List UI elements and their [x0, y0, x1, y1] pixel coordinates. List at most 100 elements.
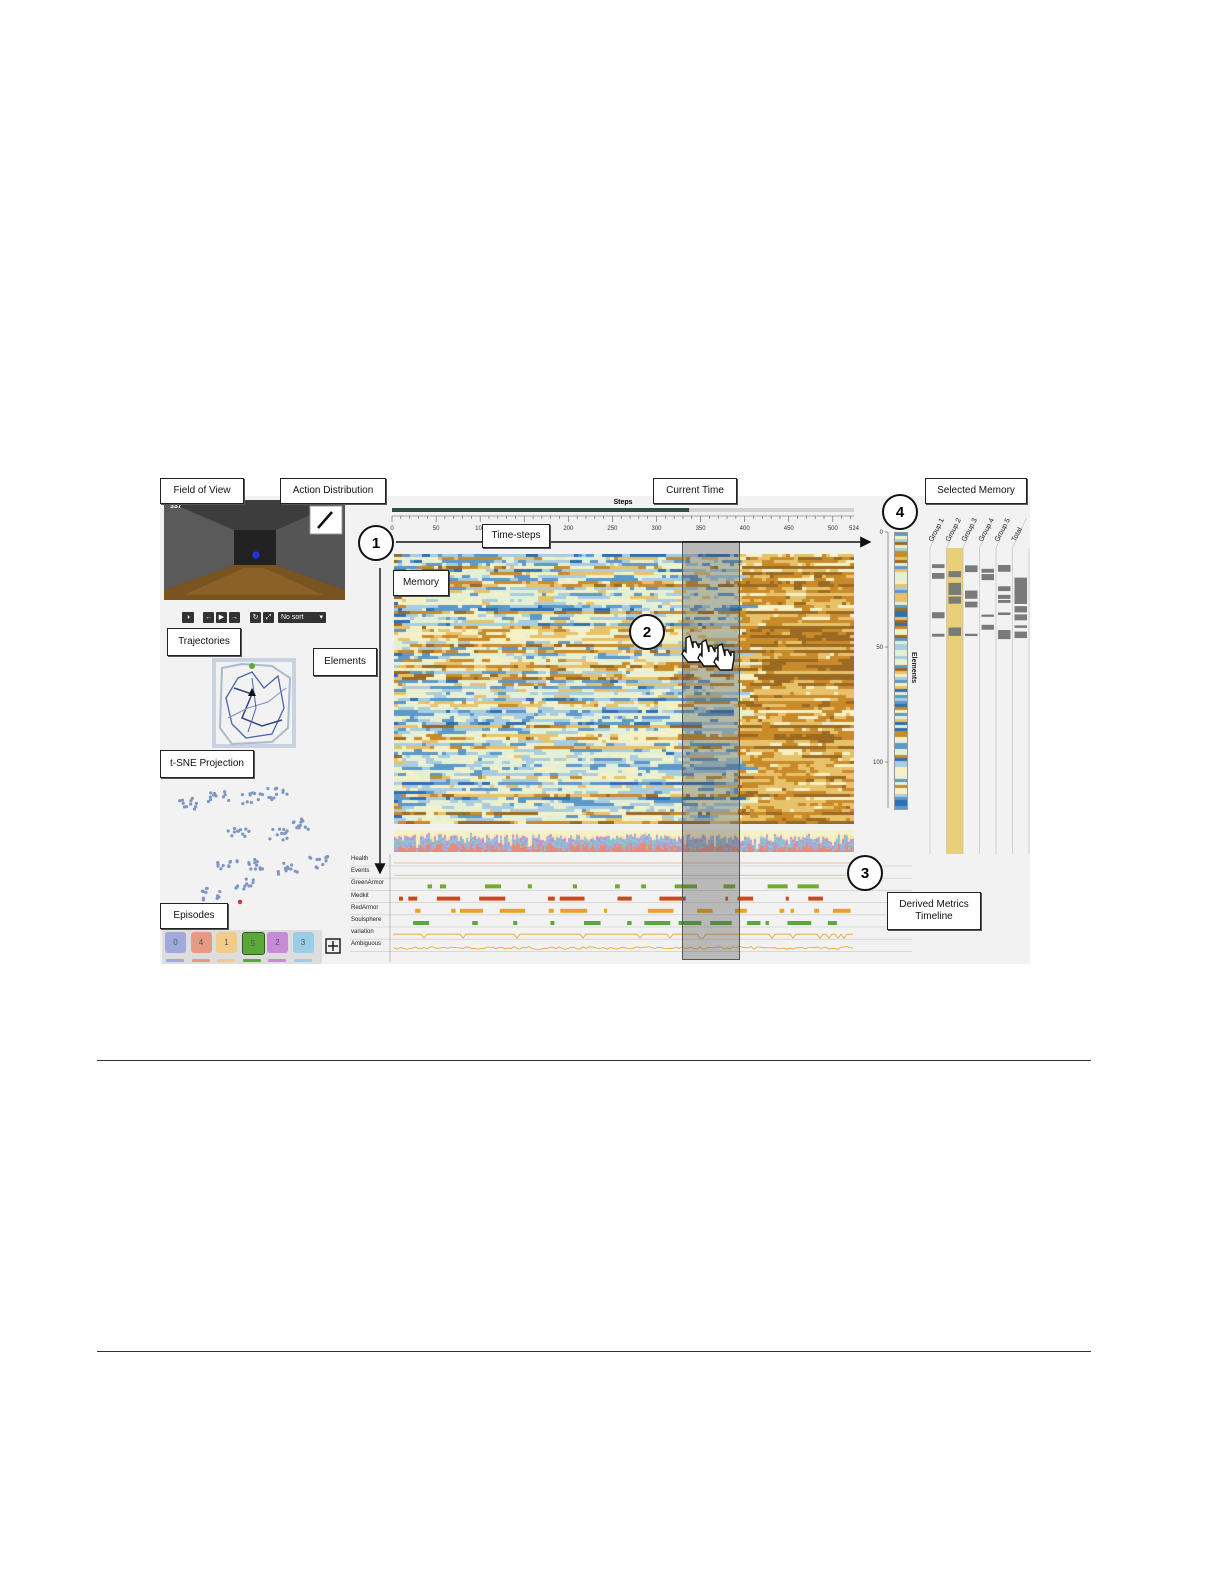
marker-3: 3: [847, 855, 883, 891]
playback-controls: ◑ ← ▶ → ↻ ⤢ No sort ▾: [182, 612, 332, 623]
tsne-point: [271, 827, 275, 832]
group-bar: [1014, 588, 1027, 592]
trajectories-map[interactable]: [212, 658, 296, 748]
tsne-point: [256, 798, 260, 802]
episode-button[interactable]: 2: [267, 932, 288, 953]
steps-title: Steps: [613, 499, 632, 506]
tsne-point: [276, 872, 281, 876]
callout-action-distribution: Action Distribution: [280, 478, 386, 504]
cursor-hand-icon: [681, 634, 735, 671]
marker-4: 4: [882, 494, 918, 530]
group-divider-slant: [946, 517, 961, 549]
timeline-row-label: Ambiguous: [351, 941, 382, 948]
tsne-point: [232, 826, 237, 831]
tsne-point: [242, 887, 246, 891]
tsne-point: [251, 878, 255, 882]
callout-selected-memory-text: Selected Memory: [937, 484, 1015, 496]
steps-tick-label: 250: [607, 526, 618, 532]
timeline-series-line: [393, 933, 853, 939]
tsne-point: [241, 832, 245, 836]
timeline-row-label: Soulsphere: [351, 917, 382, 923]
callout-current-time-text: Current Time: [666, 484, 724, 496]
contrast-icon[interactable]: ◑: [182, 612, 194, 623]
episode-button[interactable]: 0: [165, 932, 186, 953]
steps-axis[interactable]: Steps050100150200250300350400450500524: [388, 496, 859, 538]
group-divider-slant: [995, 517, 1011, 549]
pin-icon[interactable]: ⤢: [263, 612, 274, 623]
callout-derived-metrics-line2: Timeline: [915, 911, 953, 922]
group-bar: [948, 582, 961, 590]
tsne-point: [243, 884, 247, 888]
group-bar: [932, 575, 945, 579]
tsne-point: [258, 792, 262, 796]
tsne-point: [230, 834, 234, 838]
tsne-point: [180, 798, 185, 802]
group-bar: [981, 574, 994, 578]
episode-label: 1: [224, 938, 229, 947]
tsne-point: [214, 794, 218, 798]
selection-window[interactable]: [682, 541, 740, 960]
episode-button[interactable]: 1: [216, 932, 237, 953]
group-bar: [998, 594, 1011, 599]
group-bar: [1014, 577, 1027, 582]
sort-select[interactable]: No sort ▾: [278, 612, 326, 623]
tsne-point: [317, 857, 322, 861]
frame-number: 337: [170, 503, 182, 510]
step-back-icon[interactable]: ←: [203, 612, 214, 623]
group-bar: [932, 564, 945, 569]
timeline-event-bar: [627, 921, 632, 925]
timeline-event-bar: [398, 896, 403, 901]
episode-label: 4: [198, 938, 204, 947]
steps-tick-label: 400: [740, 526, 751, 532]
callout-trajectories-text: Trajectories: [178, 635, 230, 647]
tsne-point: [221, 863, 225, 868]
callout-episodes-text: Episodes: [173, 909, 215, 921]
timeline-event-bar: [697, 908, 713, 913]
step-forward-icon[interactable]: →: [229, 612, 240, 623]
group-bar: [965, 593, 978, 599]
timeline-event-bar: [408, 896, 418, 901]
tsne-point: [306, 827, 310, 831]
tsne-point: [223, 793, 227, 797]
callout-tsne-text: t-SNE Projection: [170, 757, 244, 769]
timeline-event-bar: [723, 884, 736, 889]
marker-2: 2: [629, 614, 665, 650]
steps-progress: [392, 508, 690, 512]
episode-button[interactable]: 5: [241, 932, 265, 955]
episode-label: 5: [250, 939, 256, 948]
play-icon[interactable]: ▶: [216, 612, 227, 623]
tsne-point: [213, 791, 217, 796]
timeline-event-bar: [550, 921, 555, 925]
tsne-point: [281, 838, 285, 842]
field-of-view[interactable]: 337: [164, 500, 345, 600]
tsne-point: [194, 801, 198, 805]
tsne-point: [253, 857, 257, 862]
episode-strip: [217, 959, 235, 962]
group-bar: [1014, 631, 1027, 639]
tsne-point: [178, 799, 182, 803]
callout-elements: Elements: [313, 648, 377, 676]
tsne-point: [192, 807, 197, 811]
tsne-point: [228, 859, 233, 864]
episode-button[interactable]: 3: [292, 932, 314, 953]
groups-panel[interactable]: [929, 504, 1030, 854]
add-episode-icon[interactable]: [325, 938, 341, 954]
callout-derived-metrics-line1: Derived Metrics: [899, 898, 969, 910]
episode-button[interactable]: 4: [190, 932, 212, 953]
timeline-row-label: Medkit: [351, 892, 369, 899]
group-bar: [948, 597, 961, 604]
group-bar: [965, 590, 978, 596]
selected-memory-column[interactable]: [894, 532, 908, 810]
group-divider-slant: [929, 517, 945, 549]
steps-tick-label: 300: [651, 526, 662, 532]
group-bar: [998, 633, 1011, 640]
memory-heatmap[interactable]: [394, 554, 854, 824]
tsne-point: [244, 877, 248, 881]
tsne-scatter[interactable]: [168, 784, 340, 909]
derived-metrics-timeline[interactable]: [350, 854, 915, 964]
reload-icon[interactable]: ↻: [250, 612, 261, 623]
tsne-point: [248, 793, 252, 797]
tsne-point: [235, 885, 239, 890]
tsne-point: [298, 823, 302, 827]
